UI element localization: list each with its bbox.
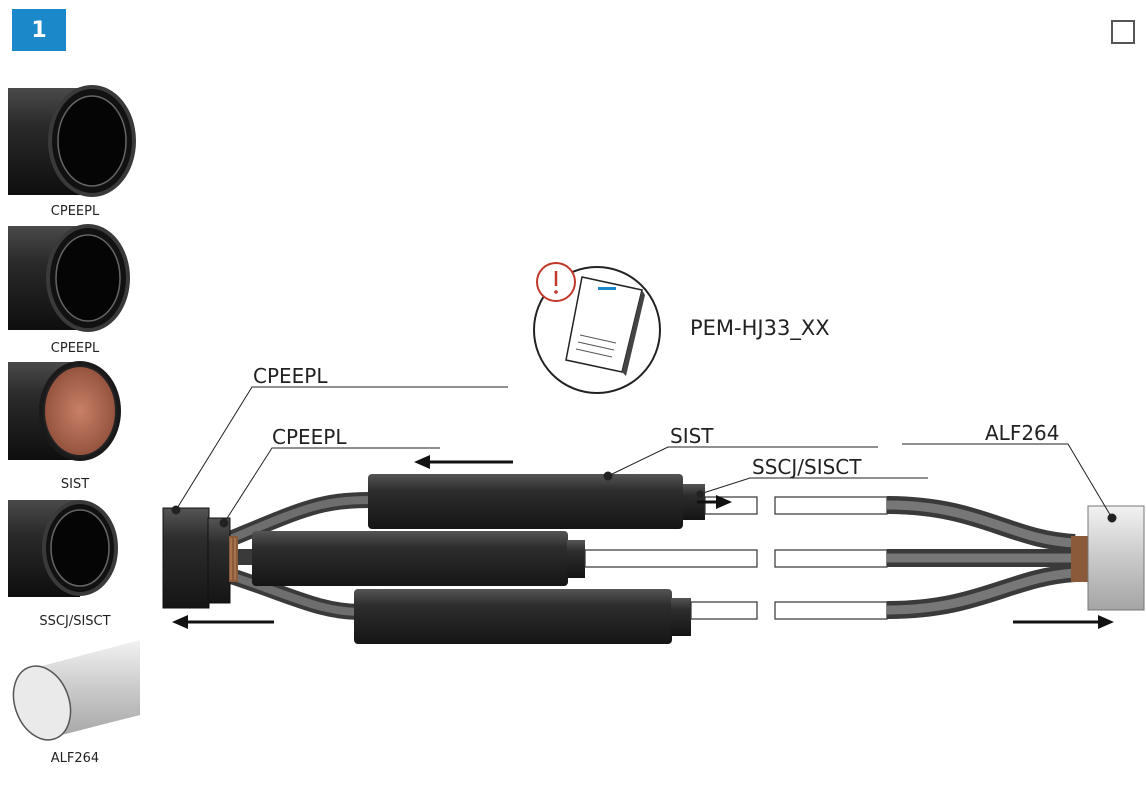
callout-shield: ALF264 — [985, 421, 1060, 445]
callout-core-tube: SSCJ/SISCT — [752, 455, 862, 479]
exclamation-icon — [536, 262, 576, 302]
right-cable-cores — [886, 496, 1076, 619]
step-complete-checkbox[interactable] — [1111, 20, 1135, 44]
material-label: SIST — [60, 477, 90, 492]
callout-inner-cap: CPEEPL — [272, 425, 347, 449]
material-label: CPEEPL — [50, 341, 100, 356]
material-cpeepl-1-image — [8, 85, 136, 197]
material-label: ALF264 — [50, 751, 100, 766]
callout-outer-cap: CPEEPL — [253, 364, 328, 388]
material-alf264-image — [12, 640, 140, 741]
callout-leaders — [171, 386, 1117, 528]
callout-sleeve: SIST — [670, 424, 714, 448]
material-cpeepl-2-image — [8, 224, 130, 332]
material-sist-image — [8, 361, 121, 461]
step-number-badge: 1 — [12, 9, 66, 51]
arrow-right-icon — [1013, 615, 1114, 629]
arrow-left-icon — [414, 455, 513, 469]
arrow-left-icon — [172, 615, 274, 629]
material-label: CPEEPL — [50, 204, 100, 219]
foil-shield — [1071, 505, 1145, 611]
manual-reference-label: PEM-HJ33_XX — [690, 316, 830, 340]
conductor-segments — [584, 496, 888, 620]
material-sscj-sisct-image — [8, 500, 118, 597]
material-label: SSCJ/SISCT — [39, 614, 111, 629]
shrink-sleeve-middle — [252, 531, 585, 586]
outer-end-cap — [162, 507, 238, 609]
arrow-right-icon — [697, 495, 732, 509]
shrink-sleeve-bottom — [354, 589, 691, 644]
shrink-sleeve-top — [368, 474, 705, 529]
